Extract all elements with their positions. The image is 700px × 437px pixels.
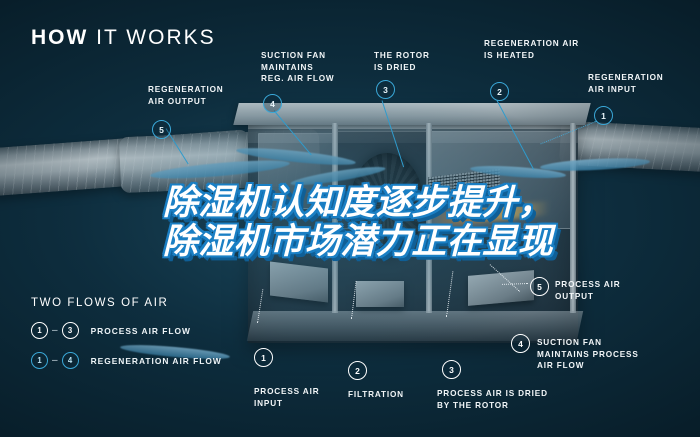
legend-label-regeneration-air-flow: REGENERATION AIR FLOW bbox=[90, 355, 222, 366]
legend-badge-from-1: 1 bbox=[31, 322, 48, 339]
marker-2-reg-air-heated[interactable]: 2 bbox=[490, 82, 509, 101]
legend-dash-2: – bbox=[52, 355, 58, 366]
page-title: HOW IT WORKS bbox=[31, 26, 216, 50]
legend-row-process-air-flow: 1 – 3 PROCESS AIR FLOW bbox=[31, 322, 191, 339]
callout-label-suction-fan-process: SUCTION FAN MAINTAINS PROCESS AIR FLOW bbox=[537, 338, 639, 371]
marker-1-reg-air-input[interactable]: 1 bbox=[594, 106, 613, 125]
marker-2-filtration[interactable]: 2 bbox=[348, 361, 367, 380]
callout-label-reg-air-heated: REGENERATION AIR IS HEATED bbox=[484, 39, 580, 60]
legend-badge-to-3: 3 bbox=[61, 322, 79, 339]
legend-title: TWO FLOWS OF AIR bbox=[31, 297, 169, 309]
marker-5-process-air-output[interactable]: 5 bbox=[530, 277, 549, 296]
callout-label-regeneration-air-output: REGENERATION AIR OUTPUT bbox=[148, 85, 224, 106]
marker-1-process-air-input[interactable]: 1 bbox=[254, 348, 273, 367]
callout-label-filtration: FILTRATION bbox=[348, 390, 404, 399]
callout-label-process-air-output: PROCESS AIR OUTPUT bbox=[555, 280, 621, 301]
marker-5-regeneration-air-output[interactable]: 5 bbox=[152, 120, 171, 139]
callout-label-rotor-dried: THE ROTOR IS DRIED bbox=[374, 51, 430, 72]
legend-label-process-air-flow: PROCESS AIR FLOW bbox=[90, 325, 191, 336]
callout-label-process-air-input: PROCESS AIR INPUT bbox=[254, 387, 320, 408]
callout-label-reg-air-input: REGENERATION AIR INPUT bbox=[588, 73, 664, 94]
marker-3-process-air-dried[interactable]: 3 bbox=[442, 360, 461, 379]
legend-badge-from-1-blue: 1 bbox=[31, 352, 48, 369]
legend-row-regeneration-air-flow: 1 – 4 REGENERATION AIR FLOW bbox=[31, 352, 222, 369]
marker-4-suction-fan-process[interactable]: 4 bbox=[511, 334, 530, 353]
marker-3-rotor-dried[interactable]: 3 bbox=[376, 80, 395, 99]
page-title-bold: HOW bbox=[31, 26, 89, 49]
callout-label-suction-fan-reg: SUCTION FAN MAINTAINS REG. AIR FLOW bbox=[261, 51, 335, 84]
page-title-light: IT WORKS bbox=[96, 26, 216, 49]
legend-dash-1: – bbox=[52, 325, 58, 336]
legend-badge-to-4-blue: 4 bbox=[61, 352, 79, 369]
marker-4-suction-fan-reg[interactable]: 4 bbox=[263, 94, 282, 113]
callout-label-process-air-dried: PROCESS AIR IS DRIED BY THE ROTOR bbox=[437, 389, 548, 410]
